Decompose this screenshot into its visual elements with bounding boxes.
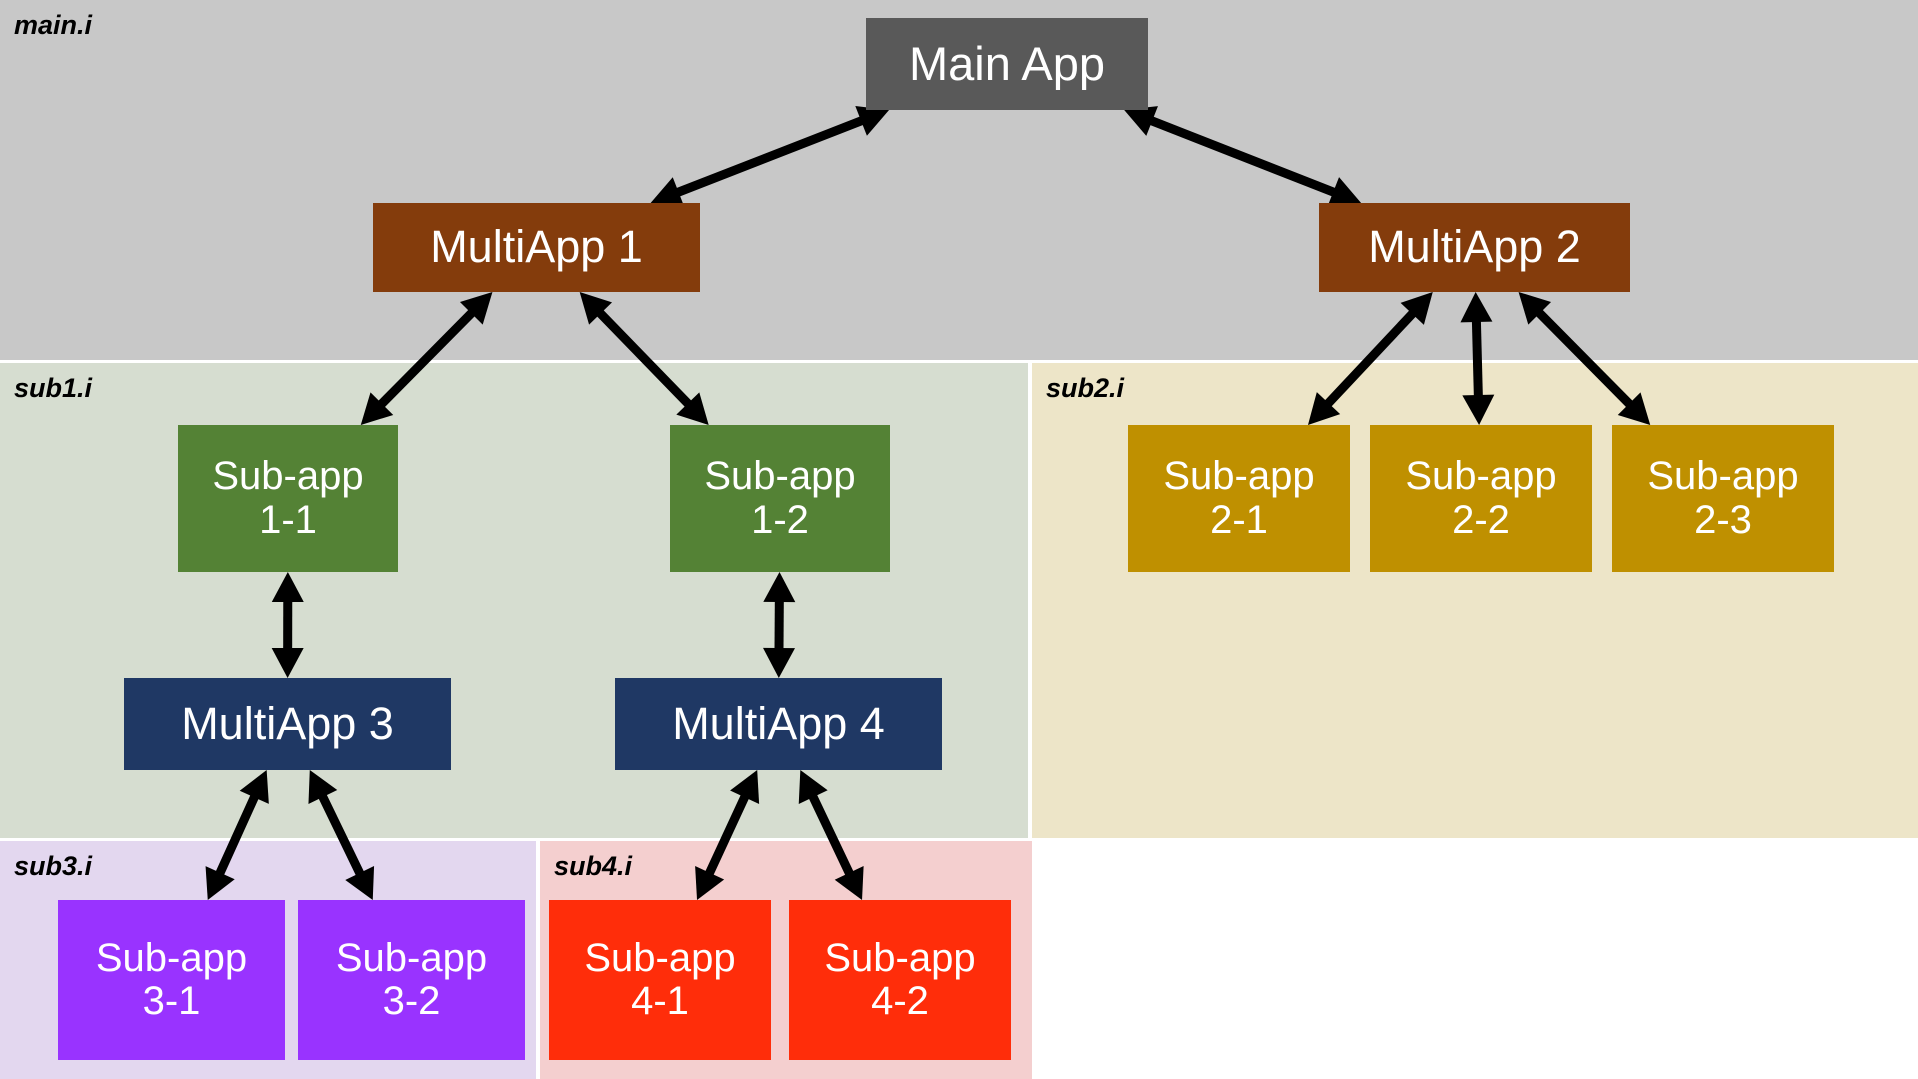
- node-label-line: Sub-app: [584, 935, 736, 980]
- node-label-line: 2-3: [1694, 497, 1752, 542]
- node-label-line: 1-1: [259, 497, 317, 542]
- node-label-line: Sub-app: [335, 935, 488, 980]
- node-label-line: Sub-app: [704, 454, 856, 499]
- node-label-line: 4-1: [631, 979, 689, 1023]
- node-label-line: 2-2: [1452, 497, 1510, 542]
- region-label-sub2: sub2.i: [1046, 373, 1125, 403]
- node-label-multiapp-3: MultiApp 3: [124, 697, 451, 749]
- node-label-line: Main App: [909, 36, 1105, 90]
- region-label-main: main.i: [14, 10, 93, 40]
- node-label-multiapp-2: MultiApp 2: [1319, 223, 1630, 272]
- node-label-line: Sub-app: [1163, 454, 1315, 499]
- node-label-multiapp-1: MultiApp 1: [373, 223, 700, 272]
- node-label-line: Sub-app: [1647, 454, 1799, 499]
- node-label-line: Sub-app: [212, 454, 364, 499]
- node-label-main-app: Main App: [866, 36, 1148, 90]
- node-label-line: 2-1: [1210, 497, 1268, 542]
- region-label-sub3: sub3.i: [14, 851, 93, 881]
- node-multiapp-2[interactable]: MultiApp 2: [1319, 203, 1630, 292]
- node-multiapp-4[interactable]: MultiApp 4: [615, 678, 942, 770]
- node-label-line: Sub-app: [95, 935, 248, 980]
- node-multiapp-1[interactable]: MultiApp 1: [373, 203, 700, 292]
- node-label-line: MultiApp 2: [1368, 221, 1581, 273]
- node-label-line: 4-2: [871, 979, 929, 1023]
- node-label-line: Sub-app: [824, 935, 976, 980]
- node-label-line: 3-1: [142, 979, 201, 1023]
- region-label-sub1: sub1.i: [14, 373, 93, 403]
- node-multiapp-3[interactable]: MultiApp 3: [124, 678, 451, 770]
- node-main-app[interactable]: Main App: [866, 18, 1148, 110]
- node-label-line: MultiApp 1: [430, 221, 643, 273]
- node-label-line: Sub-app: [1405, 454, 1557, 499]
- region-label-sub4: sub4.i: [554, 851, 633, 881]
- node-label-multiapp-4: MultiApp 4: [615, 697, 942, 749]
- node-label-line: 1-2: [751, 497, 809, 542]
- node-label-line: MultiApp 3: [181, 697, 394, 749]
- node-label-line: MultiApp 4: [672, 697, 885, 749]
- node-label-line: 3-2: [382, 979, 441, 1023]
